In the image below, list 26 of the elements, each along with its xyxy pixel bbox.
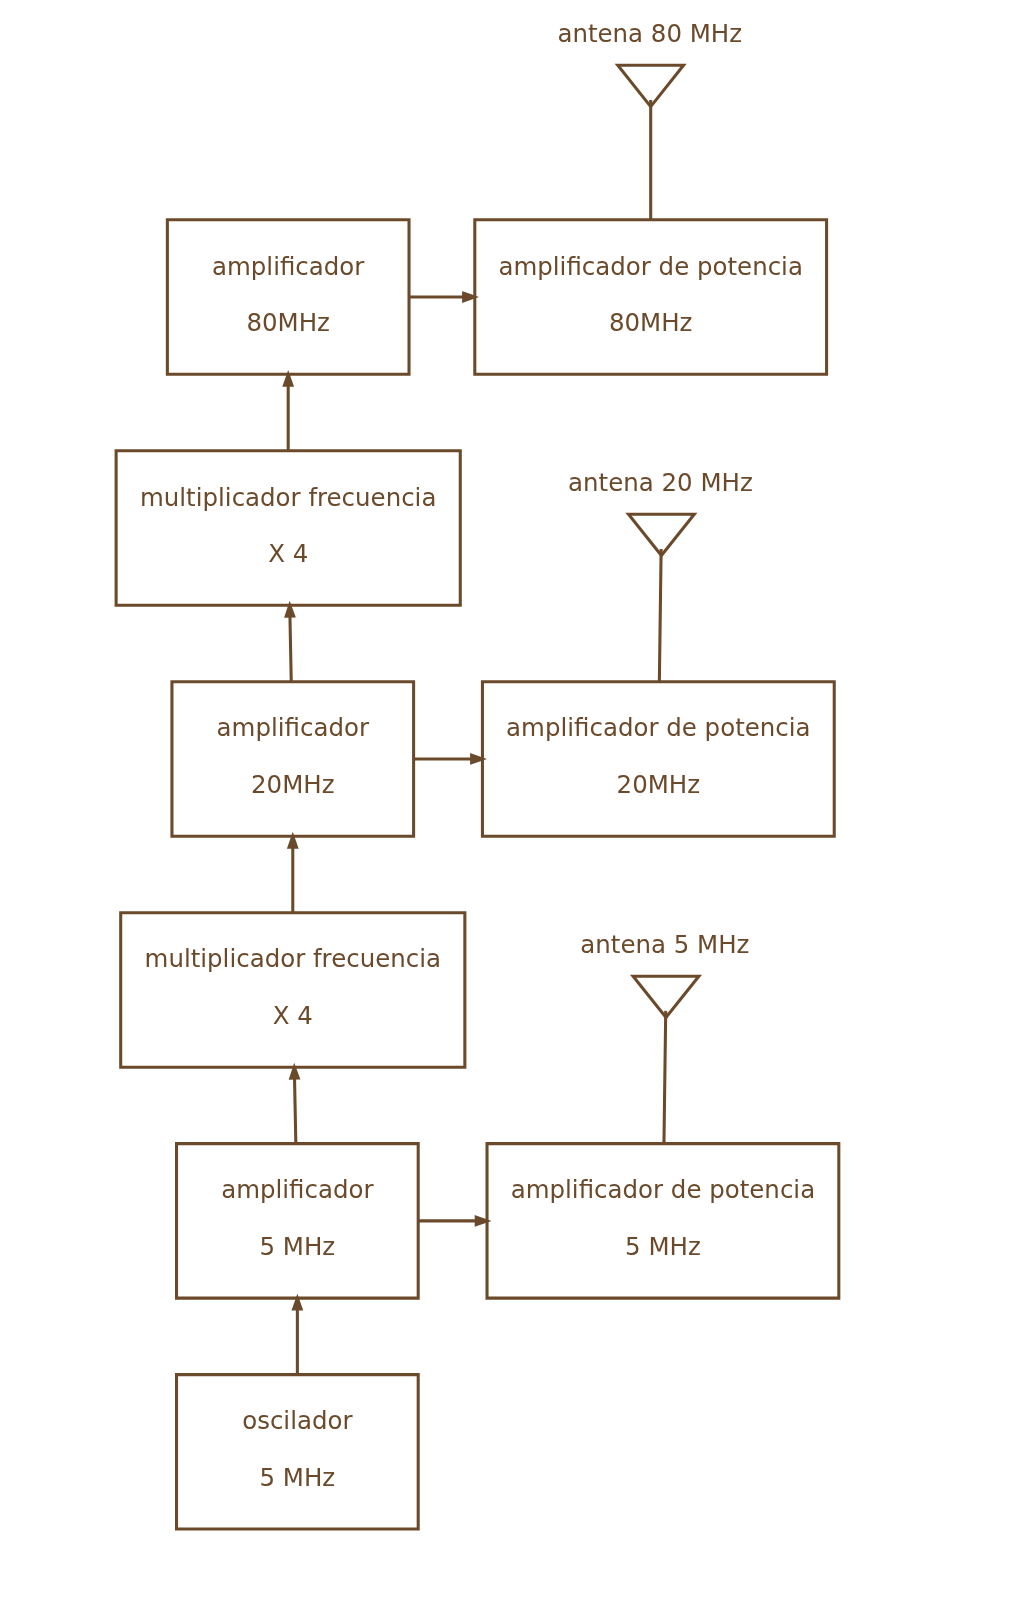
- node-label: antena 5 MHz: [580, 929, 750, 959]
- arrow: [288, 1062, 301, 1144]
- arrow: [282, 369, 295, 451]
- node-label: antena 80 MHz: [557, 19, 743, 49]
- node-box: amplificador de potencia 5 MHz: [485, 1142, 841, 1300]
- node-box: amplificador 5 MHz: [175, 1142, 420, 1300]
- node-antenna: [625, 512, 698, 558]
- arrow: [414, 753, 487, 765]
- arrow: [418, 1215, 492, 1227]
- connector: [649, 99, 653, 220]
- arrow: [286, 831, 299, 913]
- node-antenna: [614, 63, 687, 110]
- node-box: amplificador 20MHz: [170, 680, 416, 838]
- node-box: multiplicador frecuencia X 4: [119, 911, 467, 1069]
- node-box: amplificador de potencia 80MHz: [473, 218, 829, 376]
- node-box: amplificador de potencia 20MHz: [480, 680, 836, 838]
- connector: [657, 548, 663, 682]
- arrow: [284, 600, 296, 682]
- arrow: [291, 1293, 304, 1375]
- node-label: antena 20 MHz: [568, 467, 753, 497]
- node-box: amplificador 80MHz: [165, 218, 411, 376]
- node-box: multiplicador frecuencia X 4: [114, 449, 462, 607]
- arrow: [409, 291, 479, 303]
- connector: [662, 1010, 668, 1144]
- node-box: oscilador 5 MHz: [175, 1373, 420, 1531]
- node-antenna: [629, 974, 703, 1020]
